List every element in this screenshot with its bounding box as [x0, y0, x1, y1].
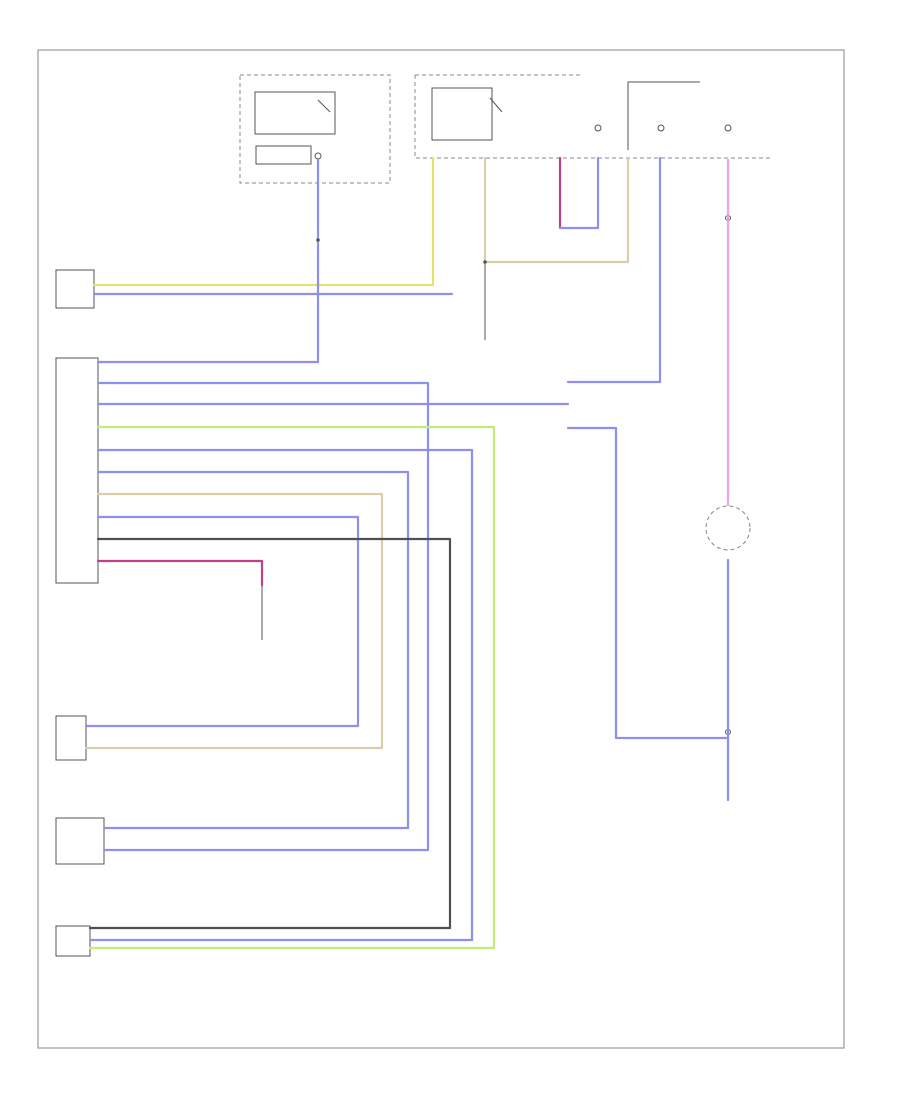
- wire-blue-feed: [96, 158, 320, 364]
- relay-coil-2: [431, 87, 493, 141]
- diagram-frame: [37, 49, 845, 1049]
- splice-b: [316, 238, 320, 242]
- wire-dark-1: [88, 537, 452, 930]
- relay-switch-1: [317, 99, 331, 113]
- fuse-panel-outline: [414, 75, 770, 159]
- fuse-symbol-2: [594, 124, 602, 132]
- wire-blue-module-2: [96, 381, 430, 852]
- relay-label-box: [255, 145, 312, 165]
- wire-magenta-1: [96, 559, 264, 587]
- wire-blue-ground-1: [566, 426, 730, 740]
- wire-blue-module-8: [84, 515, 360, 728]
- wire-yellow-1: [92, 156, 435, 287]
- automatic-4wd-control-module: [55, 357, 99, 584]
- wire-blue-module-5: [88, 448, 474, 942]
- wire-tan-1: [84, 492, 384, 750]
- transfer-case-position-switch: [705, 505, 751, 551]
- 4x4-mode-clutch-coil: [55, 817, 105, 865]
- fuse-symbol-4: [724, 124, 732, 132]
- relay-coil-1: [254, 91, 336, 135]
- wire-blue-loop: [558, 156, 600, 230]
- fuse-symbol-1: [314, 152, 322, 160]
- wire-blue-module-6: [96, 470, 410, 830]
- 4x4-shift-speed-sensor: [55, 715, 87, 761]
- underhood-relay-box: [239, 74, 391, 184]
- relay-switch-2: [489, 97, 503, 113]
- transfer-case-position-sensor: [55, 925, 91, 957]
- wire-tan-2: [483, 156, 630, 264]
- fuse-panel-box-2: [627, 81, 700, 150]
- fuse-symbol-3: [657, 124, 665, 132]
- wire-green-1: [88, 425, 496, 950]
- wire-blue-relay: [566, 156, 662, 384]
- 4wd-transfer-case-motor: [55, 269, 95, 309]
